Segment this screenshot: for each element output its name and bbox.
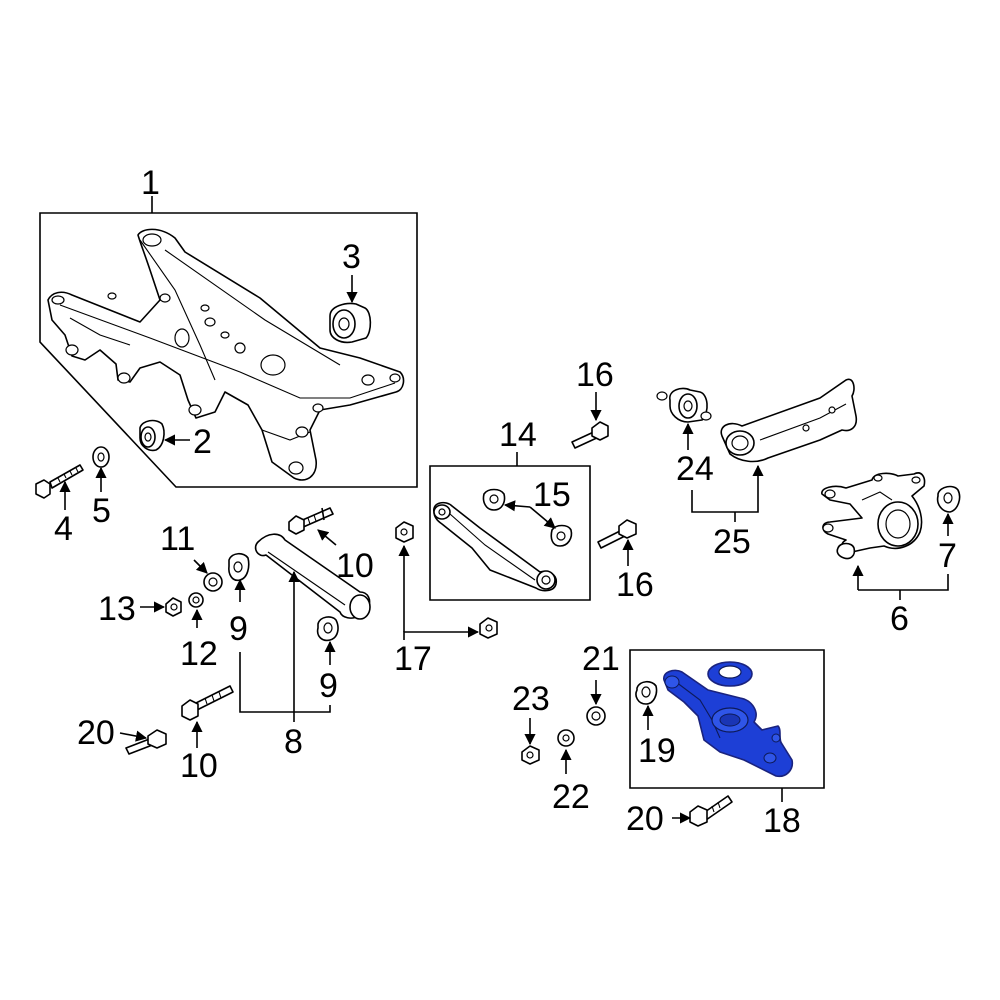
washer-11[interactable] [203, 572, 223, 592]
callout-14: 14 [499, 416, 537, 454]
callout-13: 13 [98, 590, 136, 628]
bushing-3[interactable] [329, 302, 372, 344]
washer-21[interactable] [586, 706, 606, 726]
nut-17-upper[interactable] [395, 521, 414, 543]
callout-18: 18 [763, 802, 801, 840]
callout-23: 23 [512, 680, 550, 718]
crossmember-frame [39, 196, 418, 488]
bolt-20-right[interactable] [689, 795, 733, 827]
callout-11: 11 [160, 520, 195, 558]
washer-22[interactable] [557, 729, 575, 747]
callout-20-right: 20 [626, 800, 664, 838]
bushing-9-upper[interactable] [228, 552, 250, 582]
bushing-15-upper[interactable] [482, 488, 506, 511]
crossmember-group: 1 2 3 [39, 164, 418, 488]
callout-3: 3 [342, 238, 361, 276]
bushing-6-lower [836, 542, 856, 560]
washer-12[interactable] [188, 592, 204, 608]
bushing-9-lower[interactable] [316, 616, 339, 642]
lateral-link-8[interactable] [254, 533, 371, 620]
callout-15: 15 [533, 476, 571, 514]
callout-6: 6 [890, 600, 909, 638]
nut-17-lower[interactable] [479, 617, 498, 639]
callout-5: 5 [92, 492, 111, 530]
bushing-15-lower[interactable] [550, 524, 573, 547]
bushing-24[interactable] [656, 387, 712, 423]
lower-arm-frame [629, 649, 825, 789]
callout-1: 1 [141, 164, 160, 202]
callout-22: 22 [552, 778, 590, 816]
bushing-19[interactable] [635, 680, 658, 705]
bolt-20-left[interactable] [125, 729, 167, 755]
upper-arm-frame [429, 465, 591, 601]
nut-13[interactable] [165, 597, 182, 617]
trailing-arm-25[interactable] [720, 378, 858, 463]
callout-12: 12 [180, 635, 218, 673]
callout-25: 25 [713, 523, 751, 561]
upper-arm-group: 14 15 [429, 416, 591, 601]
washer-5[interactable] [92, 446, 110, 468]
callout-24: 24 [676, 450, 714, 488]
upper-arm-14[interactable] [433, 501, 558, 592]
bolt-16-lower[interactable] [597, 519, 637, 549]
callout-10-upper: 10 [336, 547, 374, 585]
callout-8: 8 [284, 723, 303, 761]
bushing-2[interactable] [139, 419, 165, 452]
callout-2: 2 [193, 423, 212, 461]
nut-23[interactable] [521, 745, 540, 765]
callout-20-left: 20 [77, 714, 115, 752]
callout-16-lower: 16 [616, 566, 654, 604]
bushing-7[interactable] [936, 485, 961, 513]
crossmember-part[interactable] [47, 228, 405, 481]
callout-4: 4 [54, 510, 73, 548]
callout-9-upper: 9 [229, 610, 248, 648]
spring-pad-18[interactable] [707, 661, 753, 687]
callout-7: 7 [938, 537, 957, 575]
callout-17: 17 [394, 640, 432, 678]
callout-16-upper: 16 [576, 356, 614, 394]
bolt-10-upper[interactable] [288, 507, 334, 535]
callout-9-lower: 9 [319, 667, 338, 705]
knuckle-6[interactable] [821, 472, 926, 554]
bolt-16-upper[interactable] [571, 421, 609, 449]
lower-control-arm-18[interactable] [663, 669, 794, 778]
bolt-10-lower[interactable] [181, 685, 234, 721]
callout-21: 21 [582, 640, 620, 678]
bolt-4[interactable] [35, 464, 84, 499]
callout-10-lower: 10 [180, 747, 218, 785]
callout-19: 19 [638, 732, 676, 770]
